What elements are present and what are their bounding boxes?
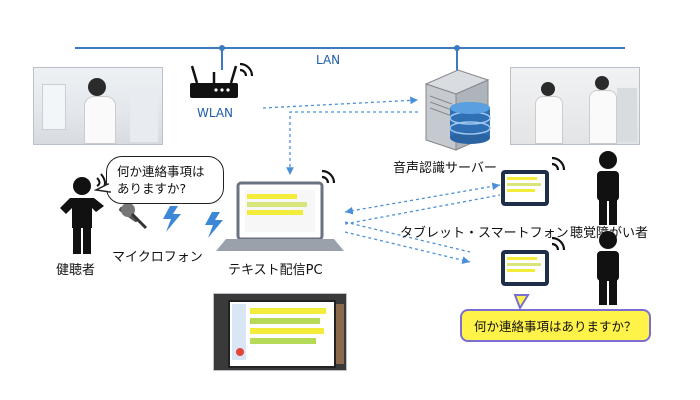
photo-pc-screen: [213, 293, 347, 371]
tablet-label: タブレット・スマートフォン: [400, 226, 569, 241]
server-label: 音声認識サーバー: [393, 161, 497, 176]
tablet-icon: [501, 170, 549, 206]
server-icon: [424, 69, 491, 151]
wlan-label: WLAN: [197, 106, 234, 120]
speech-bubble: 何か連絡事項は ありますか?: [106, 156, 224, 204]
person-icon: [60, 177, 104, 254]
hearing-impaired-label: 聴覚障がい者: [570, 226, 649, 241]
photo-users: [510, 67, 640, 145]
microphone-icon: [119, 203, 148, 230]
caption-callout: 何か連絡事項はありますか？: [460, 309, 651, 342]
mic-label: マイクロフォン: [112, 250, 203, 265]
lightning-icon: [163, 206, 223, 238]
wifi-router-icon: [190, 65, 238, 98]
wifi-signal-icon: [239, 62, 254, 77]
bubble-line-1: 何か連絡事項は: [117, 164, 205, 179]
lan-label: LAN: [316, 53, 341, 67]
speaker-label: 健聴者: [56, 263, 96, 278]
pc-label: テキスト配信PC: [228, 263, 323, 278]
person-icon: [597, 151, 619, 305]
tablet-icon: [501, 250, 549, 286]
bubble-line-2: ありますか?: [117, 181, 187, 196]
laptop-icon: [216, 181, 344, 251]
photo-speaker: [33, 67, 163, 145]
